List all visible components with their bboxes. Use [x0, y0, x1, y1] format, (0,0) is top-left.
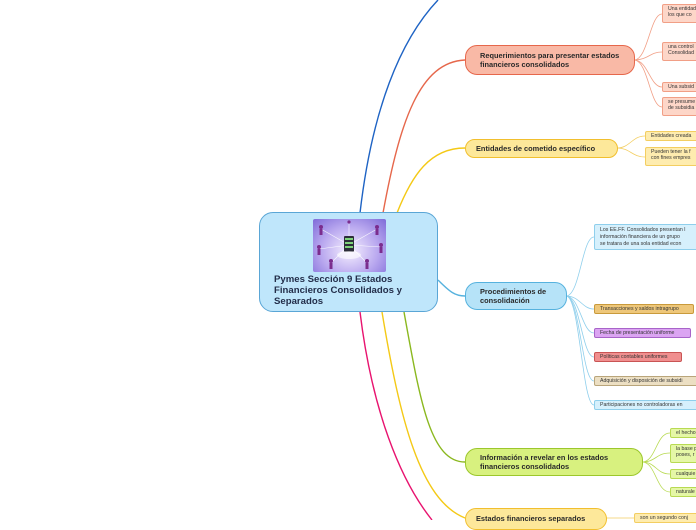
branch-separados-label: Estados financieros separados [476, 514, 586, 523]
leaf-revelar-1[interactable]: el hecho [670, 428, 696, 438]
connector-revelar [403, 311, 466, 463]
leaf-procedimientos-2[interactable]: Transacciones y saldos intragrupo [594, 304, 694, 314]
connector-requerimientos [382, 59, 466, 214]
connector-cometido [396, 147, 466, 214]
leaf-procedimientos-4[interactable]: Políticas contables uniformes [594, 352, 682, 362]
leaf-revelar-3[interactable]: cualquie [670, 469, 696, 479]
branch-procedimientos[interactable]: Procedimientos de consolidación [465, 282, 567, 310]
branch-revelar[interactable]: Información a revelar en los estados fin… [465, 448, 643, 476]
leaf-separados-1[interactable]: son un segundo conj [634, 513, 696, 523]
branch-requerimientos[interactable]: Requerimientos para presentar estados fi… [465, 45, 635, 75]
leaf-procedimientos-3[interactable]: Fecha de presentación uniforme [594, 328, 691, 338]
leaf-procedimientos-5[interactable]: Adquisición y disposición de subsidi [594, 376, 696, 386]
leaf-requerimientos-2[interactable]: una control Consolidad [662, 42, 696, 61]
connector-bottom-pink [359, 311, 433, 520]
leaf-requerimientos-1[interactable]: Una entidad los que co [662, 4, 696, 23]
leaf-procedimientos-1[interactable]: Los EE.FF. Consolidados presentan l info… [594, 224, 696, 250]
branch-cometido[interactable]: Entidades de cometido específico [465, 139, 618, 158]
connector-procedimientos [437, 279, 466, 297]
connector-separados [381, 311, 466, 519]
branch-separados[interactable]: Estados financieros separados [465, 508, 607, 530]
central-topic-title: Pymes Sección 9 Estados Financieros Cons… [274, 274, 402, 307]
leaf-revelar-2[interactable]: la base p poses, r [670, 444, 696, 463]
branch-cometido-label: Entidades de cometido específico [476, 144, 596, 153]
central-topic[interactable]: Pymes Sección 9 Estados Financieros Cons… [259, 212, 438, 312]
branch-requerimientos-label: Requerimientos para presentar estados fi… [480, 51, 620, 69]
connector-top-blue [359, 0, 439, 214]
leaf-revelar-4[interactable]: naturale [670, 487, 696, 497]
leaf-procedimientos-6[interactable]: Participaciones no controladoras en [594, 400, 696, 410]
branch-revelar-label: Información a revelar en los estados fin… [480, 453, 609, 471]
leaf-cometido-2[interactable]: Pueden tener la f con fines empres [645, 147, 696, 166]
leaf-cometido-1[interactable]: Entidades creada [645, 131, 696, 141]
leaf-requerimientos-4[interactable]: se presume de subsidia [662, 97, 696, 116]
branch-procedimientos-label: Procedimientos de consolidación [480, 287, 547, 305]
leaf-requerimientos-3[interactable]: Una subsid [662, 82, 696, 92]
network-illustration-image [313, 219, 386, 272]
